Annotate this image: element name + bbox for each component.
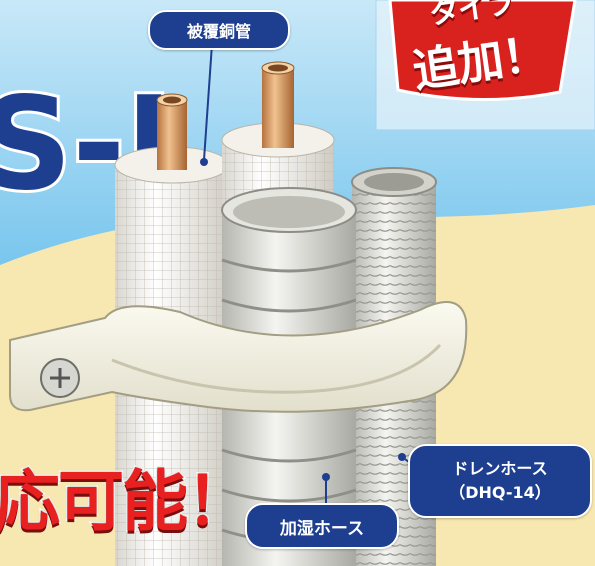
headline-bottom: 応可能！ [0, 462, 254, 542]
drain-hose-label-line2: （DHQ-14） [449, 483, 551, 502]
badge-line1: タイプ [427, 0, 519, 33]
badge-shape [388, 0, 577, 102]
drain-hose-label: ドレンホース （DHQ-14） [408, 444, 592, 518]
mounting-strap [9, 301, 468, 413]
copper-pipe-label: 被覆銅管 [148, 10, 290, 50]
copper-leader-line [203, 43, 213, 161]
drain-hose-label-line1: ドレンホース [452, 459, 548, 478]
humidifier-hose-label: 加湿ホース [245, 503, 399, 549]
